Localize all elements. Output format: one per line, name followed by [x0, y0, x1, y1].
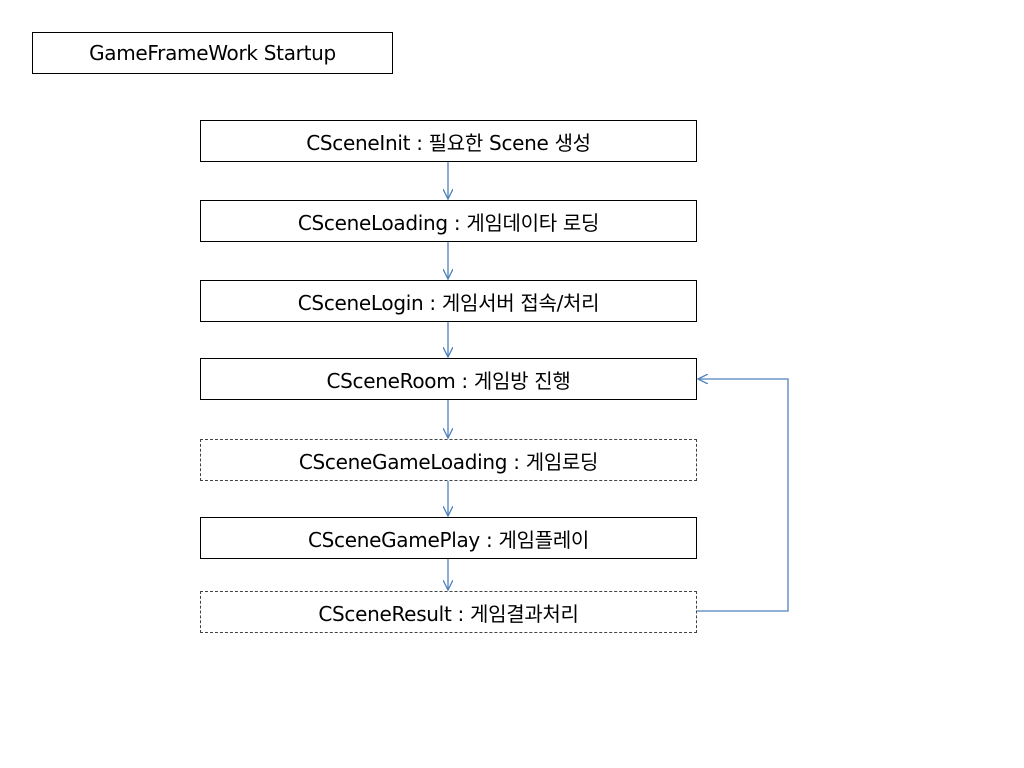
step-scene-room: CSceneRoom : 게임방 진행: [200, 358, 697, 400]
step-scene-loading: CSceneLoading : 게임데이타 로딩: [200, 200, 697, 242]
step-scene-init: CSceneInit : 필요한 Scene 생성: [200, 120, 697, 162]
arrow-result-loop-to-room: [697, 379, 789, 612]
step-scene-result: CSceneResult : 게임결과처리: [200, 591, 697, 633]
step-scene-login: CSceneLogin : 게임서버 접속/처리: [200, 280, 697, 322]
step-scene-game-play: CSceneGamePlay : 게임플레이: [200, 517, 697, 559]
diagram-title: GameFrameWork Startup: [32, 32, 393, 74]
step-scene-game-loading: CSceneGameLoading : 게임로딩: [200, 439, 697, 481]
